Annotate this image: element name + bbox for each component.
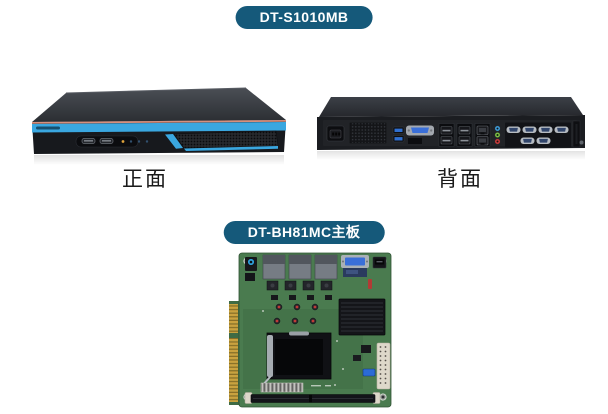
aux-port (408, 138, 422, 144)
usb-stack (438, 123, 455, 147)
sata-connector (362, 368, 376, 377)
vga-port (406, 125, 434, 136)
floor-reflection (317, 151, 585, 160)
chassis-top-face (319, 97, 583, 117)
board-badge: DT-BH81MC主板 (223, 221, 385, 244)
motherboard-photo (229, 252, 392, 408)
salmon-trim-line (32, 120, 286, 124)
vent-blue-left-trim (165, 134, 183, 149)
expansion-bracket (572, 120, 581, 148)
back-chassis (317, 97, 585, 160)
rear-io-block (245, 254, 387, 289)
vent-mesh (173, 130, 279, 149)
serial-ports (505, 122, 571, 148)
pcie-gold-fingers (229, 304, 238, 402)
chipset-heatsink (338, 298, 386, 336)
pin-header (353, 355, 361, 361)
pin-header (361, 345, 371, 353)
inductor-chips (266, 280, 333, 300)
front-chassis (32, 87, 286, 165)
vent-blue-bottom-trim (184, 146, 278, 151)
usb-stack (456, 123, 473, 147)
audio-jacks (494, 125, 501, 145)
front-io-recess (75, 135, 149, 148)
server-front-photo (32, 87, 286, 165)
power-inlet (326, 125, 345, 142)
brand-logo (36, 126, 60, 130)
silkscreen-marks (262, 310, 344, 387)
front-view-caption: 正面 (122, 168, 168, 191)
chassis-top-face (32, 88, 286, 122)
capacitors (273, 303, 319, 325)
back-view-caption: 背面 (437, 168, 483, 191)
floor-reflection (34, 155, 284, 165)
server-back-photo (317, 97, 585, 160)
usb-port (372, 256, 387, 269)
vga-port (341, 255, 369, 277)
model-badge: DT-S1010MB (235, 6, 373, 29)
lan-usb-towers (262, 254, 338, 280)
ethernet-ports (474, 123, 491, 147)
blue-accent-band (32, 122, 286, 133)
atx-power-connector (376, 342, 391, 390)
led-indicators (121, 140, 149, 143)
vent-grille (349, 122, 387, 144)
red-component (368, 279, 372, 289)
dimm-slot (244, 392, 381, 404)
usb3-ports (392, 126, 405, 143)
barcode-label (260, 382, 304, 393)
pcb (229, 252, 392, 408)
ground-screw (579, 140, 584, 145)
cpu-socket (261, 331, 332, 387)
